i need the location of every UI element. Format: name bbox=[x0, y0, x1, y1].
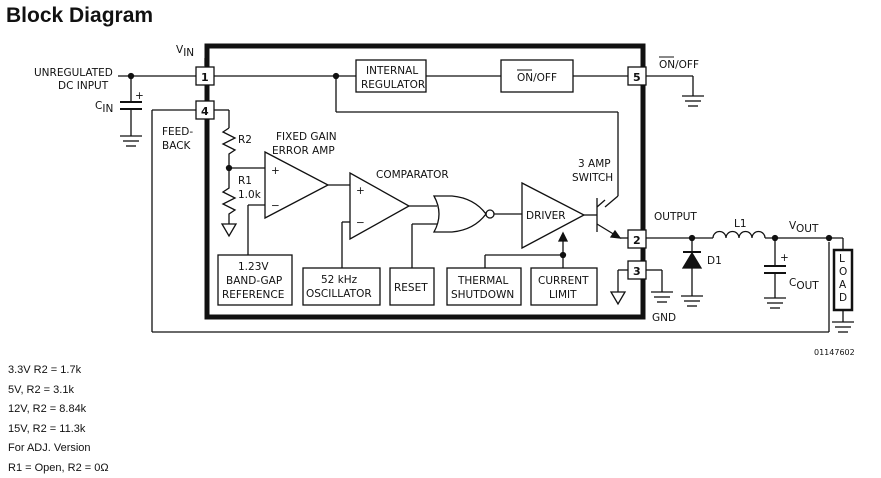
thermal-label-2: SHUTDOWN bbox=[451, 289, 514, 301]
feedback-label-2: BACK bbox=[162, 140, 192, 152]
nor-gate bbox=[432, 195, 487, 233]
comparator-plus: + bbox=[356, 185, 365, 197]
pin-2-number: 2 bbox=[633, 234, 641, 247]
internal-regulator-label-1: INTERNAL bbox=[366, 65, 418, 77]
driver bbox=[521, 181, 586, 250]
pin-5-number: 5 bbox=[633, 71, 641, 84]
note-line: R1 = Open, R2 = 0Ω bbox=[8, 461, 109, 474]
gnd-label: GND bbox=[652, 312, 676, 324]
error-amp-minus: − bbox=[271, 200, 280, 212]
ic-package-outline bbox=[204, 43, 646, 320]
dc-input-label: DC INPUT bbox=[58, 80, 109, 92]
r2-label: R2 bbox=[238, 134, 252, 146]
note-line: 5V, R2 = 3.1k bbox=[8, 383, 74, 396]
resistor-notes: 3.3V R2 = 1.7k 5V, R2 = 3.1k 12V, R2 = 8… bbox=[8, 361, 109, 478]
current-limit-label-2: LIMIT bbox=[549, 289, 577, 301]
on-off-block-label: ON/OFF bbox=[517, 72, 557, 84]
bandgap-label-3: REFERENCE bbox=[222, 289, 284, 301]
l1-inductor bbox=[712, 230, 766, 239]
cin-plus: + bbox=[135, 90, 144, 102]
switch-title-1: 3 AMP bbox=[578, 158, 611, 170]
on-off-block bbox=[500, 59, 574, 93]
reset-label: RESET bbox=[394, 282, 428, 294]
comparator-minus: − bbox=[356, 217, 365, 229]
r1-resistor bbox=[221, 168, 237, 224]
pin-1-number: 1 bbox=[201, 71, 209, 84]
switch-title-2: SWITCH bbox=[572, 172, 613, 184]
block-diagram: VIN UNREGULATED DC INPUT CIN + FEED- BAC… bbox=[34, 43, 855, 357]
pin-4-number: 4 bbox=[201, 105, 209, 118]
unregulated-label: UNREGULATED bbox=[34, 67, 113, 79]
oscillator-block bbox=[302, 267, 381, 306]
pin-3-number: 3 bbox=[633, 265, 641, 278]
r1-label: R1 bbox=[238, 175, 252, 187]
part-number: 01147602 bbox=[814, 348, 855, 357]
feedback-label-1: FEED- bbox=[162, 126, 193, 138]
output-label: OUTPUT bbox=[654, 211, 697, 223]
pin-2-box bbox=[627, 229, 647, 249]
current-limit-label-1: CURRENT bbox=[538, 275, 589, 287]
error-amp-title-1: FIXED GAIN bbox=[276, 131, 337, 143]
cin-label: CIN bbox=[95, 100, 113, 115]
page-title: Block Diagram bbox=[6, 4, 154, 27]
current-limit-block bbox=[530, 267, 598, 306]
d1-diode bbox=[681, 251, 703, 269]
l1-label: L1 bbox=[734, 218, 747, 230]
note-line: For ADJ. Version bbox=[8, 442, 91, 454]
error-amp-title-2: ERROR AMP bbox=[272, 145, 335, 157]
cout-label: COUT bbox=[789, 277, 819, 292]
thermal-shutdown-block bbox=[446, 267, 522, 306]
reset-block bbox=[389, 267, 435, 306]
comparator-title: COMPARATOR bbox=[376, 169, 449, 181]
cout-plus: + bbox=[780, 252, 789, 264]
note-line: 15V, R2 = 11.3k bbox=[8, 422, 86, 435]
r1-value: 1.0k bbox=[238, 189, 262, 201]
vout-label: VOUT bbox=[789, 220, 819, 235]
bandgap-reference-block bbox=[217, 254, 293, 306]
comparator bbox=[349, 171, 411, 241]
note-line: 3.3V R2 = 1.7k bbox=[8, 364, 82, 376]
oscillator-label-1: 52 kHz bbox=[321, 274, 358, 286]
bandgap-label-2: BAND-GAP bbox=[226, 275, 282, 287]
driver-label: DRIVER bbox=[526, 210, 566, 222]
vin-label: VIN bbox=[176, 44, 194, 59]
bandgap-label-1: 1.23V bbox=[238, 261, 269, 273]
error-amp bbox=[264, 150, 330, 220]
internal-regulator-block bbox=[355, 59, 427, 93]
thermal-label-1: THERMAL bbox=[457, 275, 508, 287]
internal-regulator-label-2: REGULATOR bbox=[361, 79, 425, 91]
on-off-pin-label: ON/OFF bbox=[659, 59, 699, 71]
d1-label: D1 bbox=[707, 255, 722, 267]
note-line: 12V, R2 = 8.84k bbox=[8, 403, 87, 415]
error-amp-plus: + bbox=[271, 165, 280, 177]
oscillator-label-2: OSCILLATOR bbox=[306, 288, 372, 300]
r2-resistor bbox=[221, 127, 237, 168]
r1-ground-symbol bbox=[220, 223, 238, 238]
